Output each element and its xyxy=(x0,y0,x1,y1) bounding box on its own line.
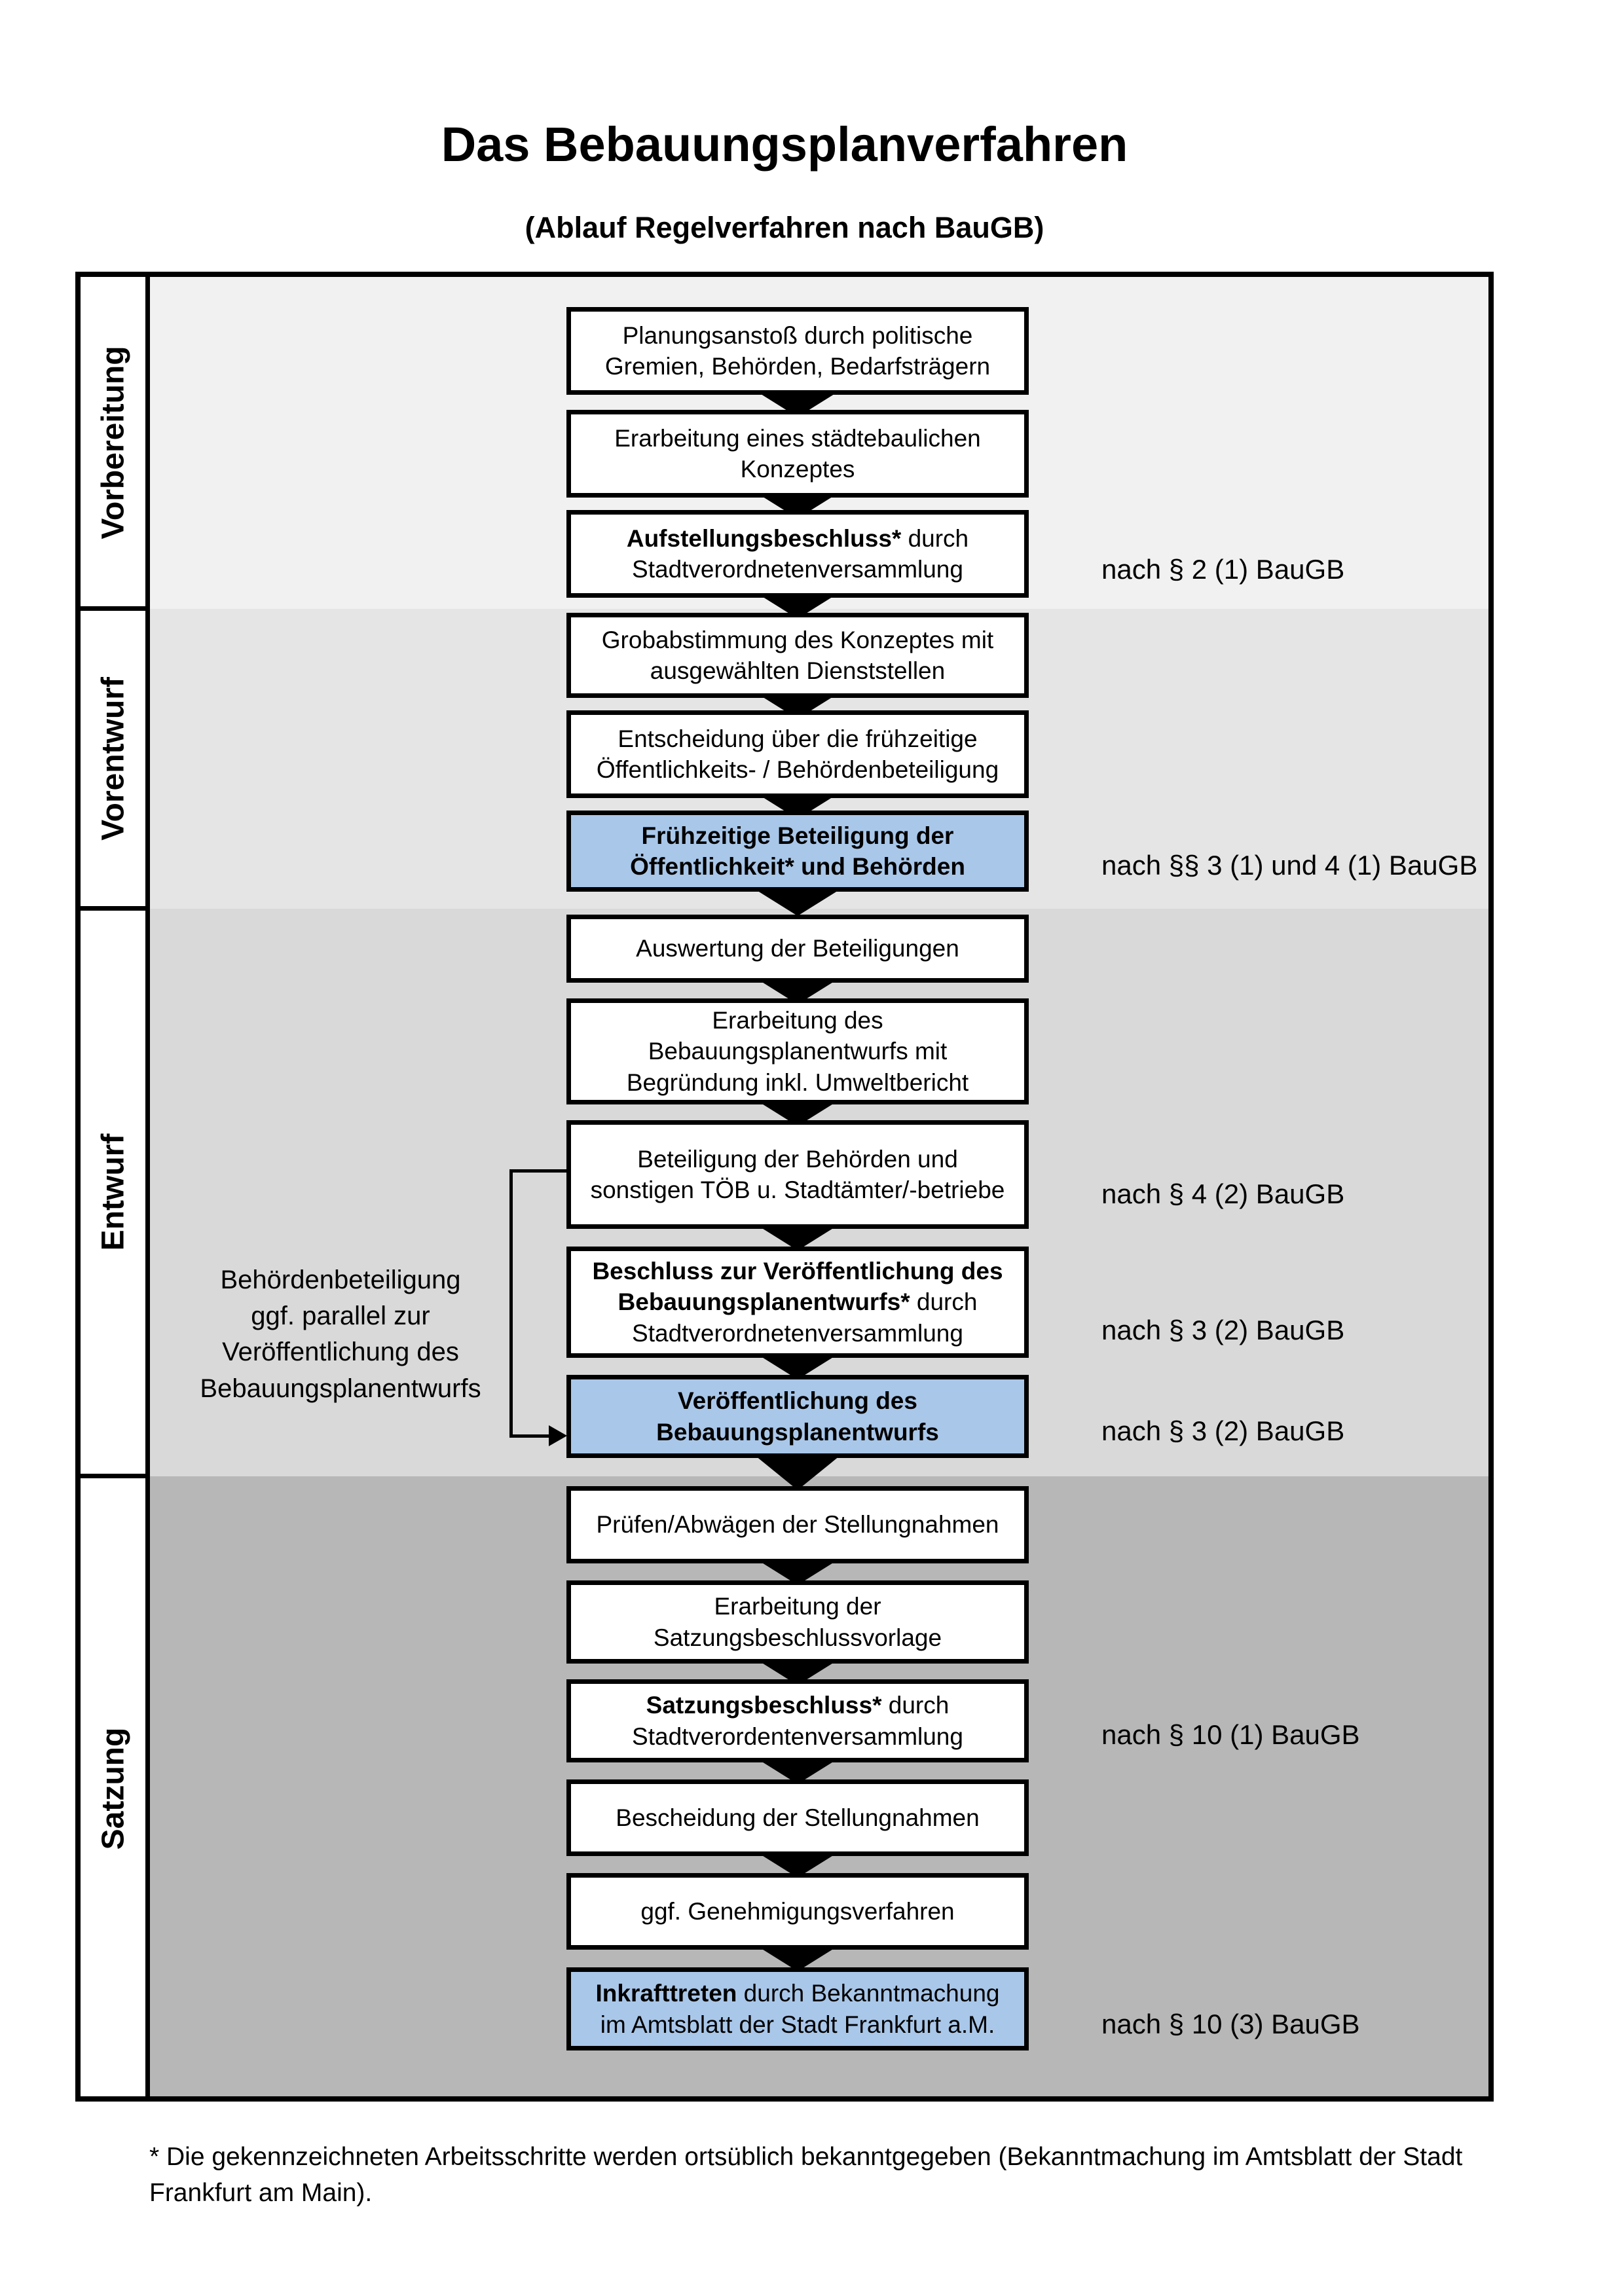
step-box-erarbeitung-entwurf: Erarbeitung des Bebauungsplanentwurfs mi… xyxy=(566,998,1029,1104)
step-box-bescheidung: Bescheidung der Stellungnahmen xyxy=(566,1779,1029,1856)
step-text: durch Bekanntmachung im Amtsblatt der St… xyxy=(600,1980,1000,2038)
phase-label-vorentwurf: Vorentwurf xyxy=(96,677,131,841)
step-text: Beteiligung der Behörden und sonstigen T… xyxy=(590,1145,1005,1203)
side-note: Behördenbeteiligung ggf. parallel zur Ve… xyxy=(200,1266,481,1403)
page-title: Das Bebauungsplanverfahren xyxy=(441,117,1128,172)
column-divider xyxy=(81,606,150,611)
step-text: Erarbeitung eines städtebaulichen Konzep… xyxy=(614,424,981,483)
step-text: Planungsanstoß durch politische Gremien,… xyxy=(604,321,991,380)
step-text: Auswertung der Beteiligungen xyxy=(636,935,959,962)
step-box-veroeffentlichung: Veröffentlichung des Bebauungsplanentwur… xyxy=(566,1375,1029,1458)
step-box-satzungsbeschluss: Satzungsbeschluss* durch Stadtverordente… xyxy=(566,1679,1029,1762)
legal-ref-annotation: nach § 10 (1) BauGB xyxy=(1101,1719,1360,1750)
step-text-bold: Veröffentlichung des Bebauungsplanentwur… xyxy=(656,1387,939,1446)
step-text: ggf. Genehmigungsverfahren xyxy=(640,1897,955,1925)
bracket-line xyxy=(509,1169,566,1173)
step-text-bold: Satzungsbeschluss* xyxy=(646,1692,882,1719)
step-text: Grobabstimmung des Konzeptes mit ausgewä… xyxy=(601,626,994,684)
column-divider xyxy=(81,1474,150,1478)
step-text: durch Stadtverordentenversammlung xyxy=(632,1692,963,1750)
step-box-satzungsbeschlussvorlage: Erarbeitung der Satzungsbeschlussvorlage xyxy=(566,1580,1029,1664)
step-text-bold: Aufstellungsbeschluss* xyxy=(626,524,902,552)
legal-ref-annotation: nach § 4 (2) BauGB xyxy=(1101,1178,1345,1209)
step-box-fruehzeitige-beteiligung: Frühzeitige Beteiligung der Öffentlichke… xyxy=(566,811,1029,892)
legal-ref-annotation: nach § 3 (2) BauGB xyxy=(1101,1415,1345,1446)
step-text-bold: Frühzeitige Beteiligung der Öffentlichke… xyxy=(630,822,965,880)
legal-ref-annotation: nach § 10 (3) BauGB xyxy=(1101,2009,1360,2039)
phase-label-entwurf: Entwurf xyxy=(96,1133,131,1251)
bracket-line xyxy=(509,1434,551,1438)
arrow-down-icon xyxy=(756,890,840,916)
arrow-down-icon xyxy=(756,1456,840,1490)
step-text: Prüfen/Abwägen der Stellungnahmen xyxy=(596,1511,999,1539)
step-box-beteiligung-behoerden: Beteiligung der Behörden und sonstigen T… xyxy=(566,1120,1029,1229)
step-text: Erarbeitung des Bebauungsplanentwurfs mi… xyxy=(626,1006,969,1096)
step-text-bold: Inkrafttreten xyxy=(595,1980,737,2007)
step-text: Bescheidung der Stellungnahmen xyxy=(616,1804,980,1831)
phase-label-satzung: Satzung xyxy=(96,1727,131,1850)
step-box-auswertung: Auswertung der Beteiligungen xyxy=(566,915,1029,983)
step-text: durch Stadtverordnetenversammlung xyxy=(632,524,969,583)
phase-label-column xyxy=(81,277,150,2102)
step-box-pruefen-abwaegen: Prüfen/Abwägen der Stellungnahmen xyxy=(566,1486,1029,1563)
step-text: Erarbeitung der Satzungsbeschlussvorlage xyxy=(653,1593,942,1651)
step-box-entscheidung-beteiligung: Entscheidung über die frühzeitige Öffent… xyxy=(566,710,1029,798)
footnote: * Die gekennzeichneten Arbeitsschritte w… xyxy=(149,2143,1463,2207)
page-subtitle: (Ablauf Regelverfahren nach BauGB) xyxy=(525,211,1044,244)
step-text-bold: Beschluss zur Veröffentlichung des Bebau… xyxy=(592,1257,1003,1316)
arrow-right-icon xyxy=(549,1425,567,1446)
legal-ref-annotation: nach § 3 (2) BauGB xyxy=(1101,1315,1345,1345)
step-box-beschluss-veroeffentlichung: Beschluss zur Veröffentlichung des Bebau… xyxy=(566,1247,1029,1358)
column-divider xyxy=(81,906,150,911)
step-box-grobabstimmung: Grobabstimmung des Konzeptes mit ausgewä… xyxy=(566,613,1029,698)
step-box-planungsanstoss: Planungsanstoß durch politische Gremien,… xyxy=(566,307,1029,395)
legal-ref-annotation: nach § 2 (1) BauGB xyxy=(1101,554,1345,585)
step-box-aufstellungsbeschluss: Aufstellungsbeschluss* durch Stadtverord… xyxy=(566,510,1029,598)
step-box-staedtebauliches-konzept: Erarbeitung eines städtebaulichen Konzep… xyxy=(566,410,1029,498)
step-box-inkrafttreten: Inkrafttreten durch Bekanntmachung im Am… xyxy=(566,1967,1029,2050)
bracket-line xyxy=(509,1169,513,1438)
step-text: Entscheidung über die frühzeitige Öffent… xyxy=(596,725,999,783)
step-text: durch Stadtverordnetenversammlung xyxy=(632,1288,978,1347)
phase-label-vorbereitung: Vorbereitung xyxy=(96,346,131,539)
step-box-genehmigungsverfahren: ggf. Genehmigungsverfahren xyxy=(566,1873,1029,1950)
legal-ref-annotation: nach §§ 3 (1) und 4 (1) BauGB xyxy=(1101,850,1478,881)
